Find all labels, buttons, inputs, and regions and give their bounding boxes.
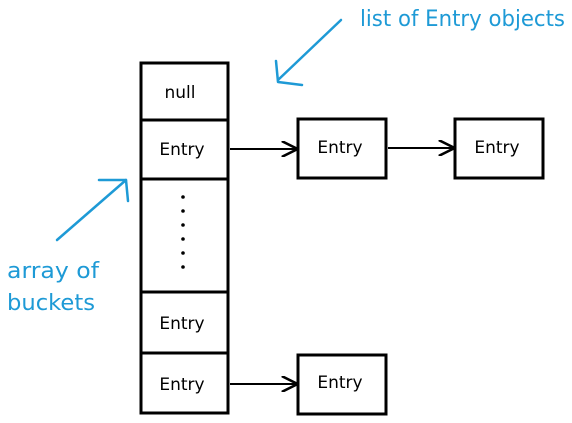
chain-entry-label-3: Entry [317,373,362,393]
list-annotation-arrow-head [274,59,304,87]
ellipsis-dot [181,223,185,227]
bucket-cell-ellipsis [139,177,230,294]
bucket-entry-label-2: Entry [159,314,204,334]
list-annotation-label: list of Entry objects [360,7,565,32]
array-annotation-arrow-head [97,178,130,203]
chain-entry-box-2 [453,117,545,180]
entry-chain-row-2 [296,353,388,416]
ellipsis-dot [181,237,185,241]
bucket-null-label: null [165,83,196,103]
chain-entry-box-3 [296,353,388,416]
pointer-arrows [230,148,453,384]
bucket-entry-label-3: Entry [159,375,204,395]
ellipsis-dot [181,209,185,213]
ellipsis-dot [181,265,185,269]
bucket-entry-label-1: Entry [159,140,204,160]
chain-entry-label-1: Entry [317,138,362,158]
array-annotation-arrow-shaft [55,178,128,242]
array-annotation-label-line2: buckets [7,291,95,316]
array-annotation-label-line1: array of [7,259,100,284]
ellipsis-dot [181,251,185,255]
entry-chain-row-1 [296,117,545,180]
ellipsis-dots [181,195,185,269]
chain-entry-box-1 [296,117,388,180]
list-annotation-arrow-shaft [276,18,343,82]
bucket-array [139,61,230,415]
bucket-cell-entry-3 [139,351,230,415]
ellipsis-dot [181,195,185,199]
chain-entry-label-2: Entry [474,138,519,158]
annotation-arrows [55,18,343,242]
